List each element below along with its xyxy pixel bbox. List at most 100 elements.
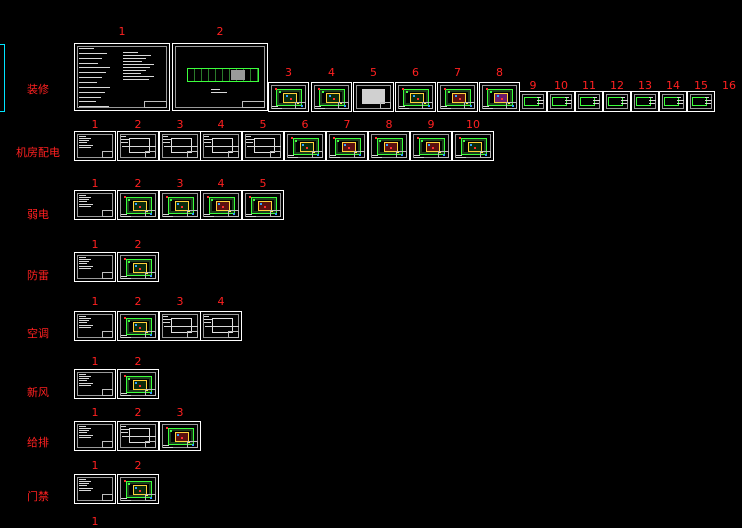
sheet-text-line [121, 136, 126, 137]
diagram-line [205, 145, 239, 147]
drawing-sheet[interactable] [159, 190, 201, 220]
sheet-number: 1 [91, 118, 99, 131]
sheet-text-line [399, 108, 410, 110]
drawing-sheet[interactable] [452, 131, 494, 161]
drawing-sheet[interactable] [268, 82, 309, 112]
sheet-text-line [121, 429, 130, 430]
sheet-border [371, 134, 407, 158]
sheet-text-line [121, 393, 127, 395]
plan-symbol [169, 198, 172, 201]
selection-marker[interactable] [0, 44, 5, 112]
drawing-sheet[interactable] [479, 82, 520, 112]
drawing-sheet[interactable] [74, 369, 116, 399]
drawing-sheet[interactable] [117, 252, 159, 282]
sheet-border [120, 255, 156, 279]
drawing-sheet[interactable] [159, 131, 201, 161]
sheet-text-line [204, 322, 212, 323]
sheet-text-line [372, 155, 378, 157]
plan-room-fill [452, 92, 466, 103]
title-block [145, 331, 156, 338]
plan-symbol [497, 94, 500, 97]
drawing-sheet[interactable] [353, 82, 394, 112]
drawing-sheet[interactable] [284, 131, 326, 161]
sheet-border [398, 85, 433, 109]
drawing-sheet[interactable] [410, 131, 452, 161]
sheet-text-line [79, 485, 88, 487]
drawing-sheet[interactable] [659, 91, 687, 112]
sheet-number: 1 [91, 406, 99, 419]
sheet-text-line [79, 136, 86, 137]
drawing-sheet[interactable] [74, 252, 116, 282]
drawing-sheet[interactable] [242, 131, 284, 161]
sheet-border [690, 94, 712, 109]
sheet-text-line [79, 140, 90, 142]
drawing-sheet[interactable] [603, 91, 631, 112]
plan-symbol [252, 198, 255, 201]
drawing-sheet[interactable] [74, 131, 116, 161]
sheet-text-line [593, 103, 600, 104]
sheet-border [606, 94, 628, 109]
drawing-sheet[interactable] [437, 82, 478, 112]
drawing-sheet[interactable] [117, 421, 159, 451]
sheet-text-line [163, 214, 169, 216]
drawing-sheet[interactable] [368, 131, 410, 161]
drawing-sheet[interactable] [117, 311, 159, 341]
sheet-text-line [79, 72, 106, 74]
drawing-sheet[interactable] [311, 82, 352, 112]
plan-symbol [459, 136, 462, 139]
sheet-border [578, 94, 600, 109]
plan-symbol [301, 104, 304, 107]
drawing-sheet[interactable] [395, 82, 436, 112]
title-block [422, 102, 433, 109]
row-label: 防雷 [27, 269, 49, 282]
sheet-text-line [121, 278, 132, 280]
drawing-sheet[interactable] [117, 369, 159, 399]
drawing-sheet[interactable] [326, 131, 368, 161]
drawing-sheet[interactable] [74, 43, 170, 111]
title-block [270, 210, 281, 217]
drawing-sheet[interactable] [547, 91, 575, 112]
drawing-sheet[interactable] [631, 91, 659, 112]
drawing-sheet[interactable] [200, 311, 242, 341]
drawing-sheet[interactable] [159, 421, 201, 451]
row-label: 门禁 [27, 490, 49, 503]
title-block [102, 210, 113, 217]
drawing-sheet[interactable] [575, 91, 603, 112]
sheet-text-line [211, 92, 228, 93]
plan-symbol [124, 479, 127, 482]
drawing-sheet[interactable] [117, 131, 159, 161]
sheet-text-line [204, 139, 213, 140]
sheet-border [662, 94, 684, 109]
drawing-sheet[interactable] [242, 190, 284, 220]
drawing-sheet[interactable] [117, 190, 159, 220]
plan-symbol [221, 205, 224, 208]
plan-symbol [135, 381, 138, 384]
sheet-number: 8 [385, 118, 393, 131]
sheet-text-line [79, 265, 93, 267]
detail-drawing [552, 97, 568, 107]
drawing-sheet[interactable] [74, 474, 116, 504]
sheet-number: 2 [134, 459, 142, 472]
sheet-text-line [565, 103, 572, 104]
plan-symbol [302, 143, 305, 146]
drawing-sheet[interactable] [172, 43, 268, 111]
sheet-number: 15 [694, 79, 708, 92]
plan-symbol [378, 139, 381, 142]
drawing-sheet[interactable] [159, 311, 201, 341]
floor-plan-drawing [403, 89, 429, 106]
drawing-sheet[interactable] [117, 474, 159, 504]
sheet-text-line [79, 382, 93, 384]
drawing-sheet[interactable] [74, 421, 116, 451]
plan-symbol [333, 136, 336, 139]
sheet-text-line [79, 479, 86, 480]
plan-symbol [149, 212, 152, 215]
drawing-sheet[interactable] [74, 311, 116, 341]
drawing-sheet[interactable] [519, 91, 547, 112]
row-label: 弱电 [27, 208, 49, 221]
sheet-text-line [272, 108, 283, 110]
drawing-sheet[interactable] [74, 190, 116, 220]
drawing-sheet[interactable] [200, 131, 242, 161]
sheet-text-line [79, 430, 90, 432]
drawing-sheet[interactable] [200, 190, 242, 220]
drawing-sheet[interactable] [687, 91, 715, 112]
